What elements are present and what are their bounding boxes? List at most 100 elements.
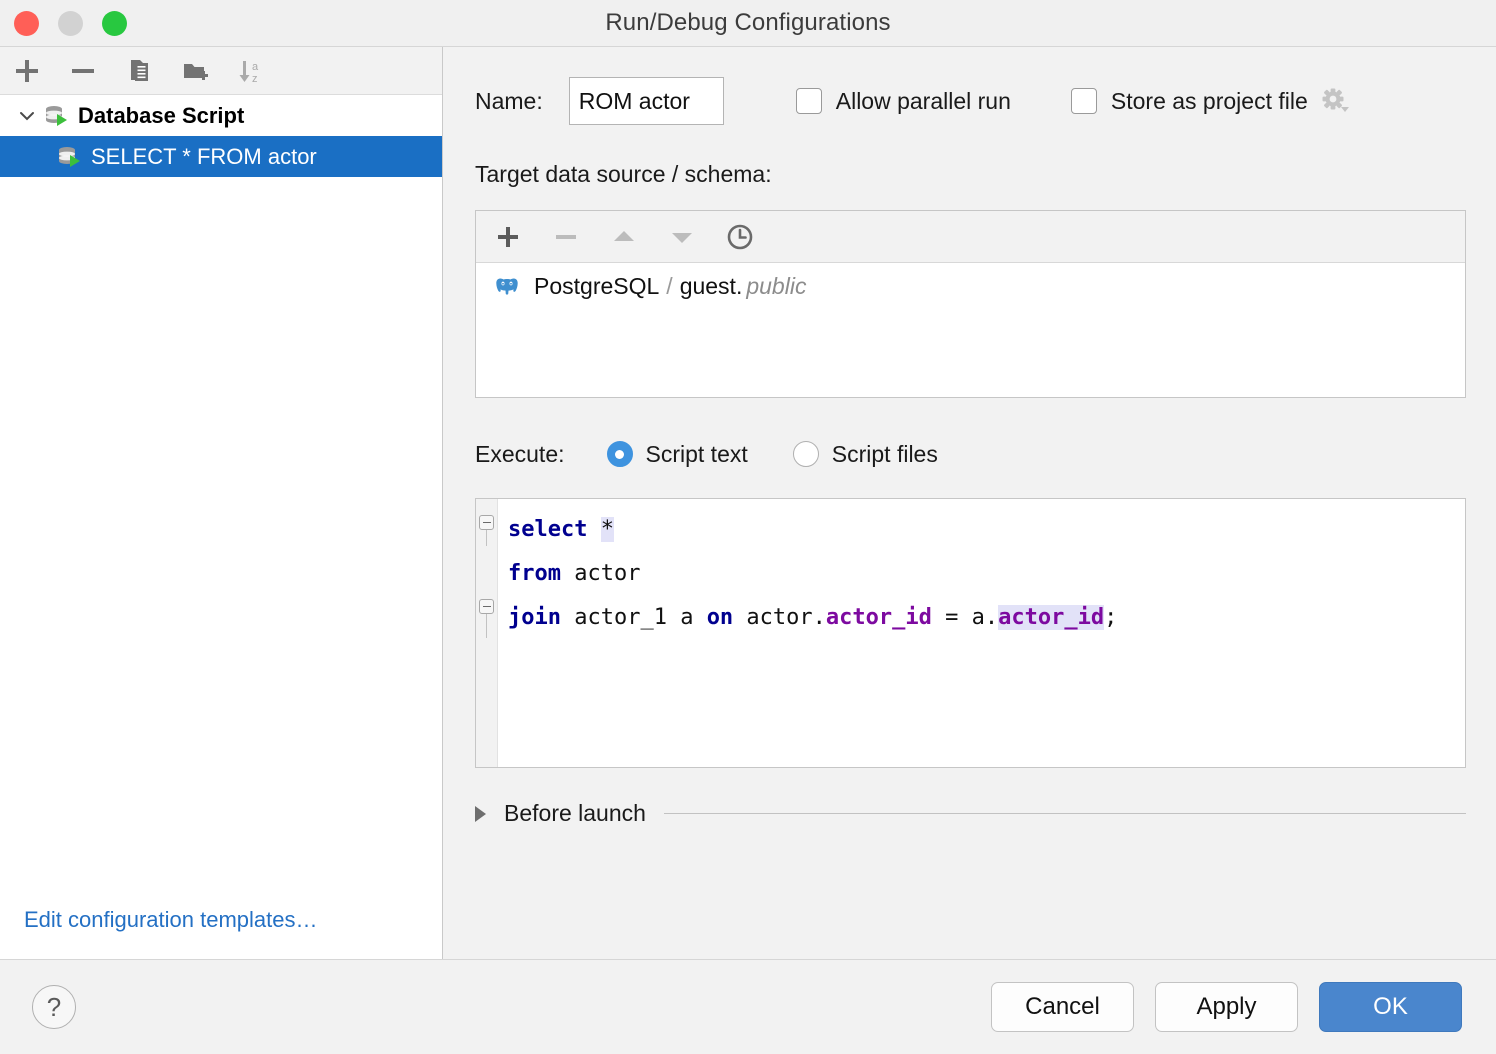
ok-button[interactable]: OK — [1319, 982, 1462, 1032]
add-configuration-button[interactable] — [10, 54, 44, 88]
remove-configuration-button[interactable] — [66, 54, 100, 88]
script-text-label: Script text — [646, 441, 748, 468]
tree-item-label: SELECT * FROM actor — [91, 144, 317, 170]
datasource-name: PostgreSQL — [534, 273, 659, 300]
datasource-database: guest. — [680, 273, 743, 300]
window-controls — [14, 11, 127, 36]
fold-region-line — [486, 614, 487, 638]
radio-script-text[interactable]: Script text — [607, 441, 748, 468]
move-down-button[interactable] — [666, 221, 698, 253]
close-button[interactable] — [14, 11, 39, 36]
sort-configurations-button[interactable]: a z — [234, 54, 268, 88]
code-line: from actor — [508, 552, 1465, 596]
script-files-radio[interactable] — [793, 441, 819, 467]
code-token: * — [601, 517, 614, 542]
footer-buttons: Cancel Apply OK — [991, 982, 1462, 1032]
maximize-button[interactable] — [102, 11, 127, 36]
minimize-button[interactable] — [58, 11, 83, 36]
code-token — [587, 517, 600, 542]
code-token: select — [508, 517, 587, 542]
folder-add-icon — [181, 57, 209, 85]
code-token: from — [508, 561, 561, 586]
datasource-separator: / — [666, 273, 672, 300]
add-datasource-button[interactable] — [492, 221, 524, 253]
code-token: join — [508, 605, 561, 630]
configurations-tree: Database Script SELECT * FROM act — [0, 95, 442, 907]
store-as-project-file-checkbox[interactable] — [1071, 88, 1097, 114]
plus-icon — [495, 224, 521, 250]
script-files-label: Script files — [832, 441, 938, 468]
code-token: actor. — [733, 605, 826, 630]
clock-icon — [725, 222, 755, 252]
minus-icon — [69, 57, 97, 85]
code-token: actor — [561, 561, 640, 586]
sort-alpha-icon: a z — [237, 57, 265, 85]
minus-icon — [553, 224, 579, 250]
dialog-body: a z — [0, 47, 1496, 960]
postgresql-elephant-icon — [494, 274, 520, 300]
store-as-project-file-checkbox-group[interactable]: Store as project file — [1071, 86, 1350, 116]
allow-parallel-run-checkbox-group[interactable]: Allow parallel run — [796, 88, 1011, 115]
code-token: actor_id — [998, 605, 1104, 630]
sql-code-content[interactable]: select *from actorjoin actor_1 a on acto… — [498, 499, 1465, 767]
configuration-editor-panel: Name: Allow parallel run Store as projec… — [443, 47, 1496, 959]
tree-item-select-from-actor[interactable]: SELECT * FROM actor — [0, 136, 442, 177]
sql-editor[interactable]: select *from actorjoin actor_1 a on acto… — [475, 498, 1466, 768]
svg-text:z: z — [252, 73, 258, 85]
chevron-right-icon[interactable] — [475, 806, 486, 822]
name-input[interactable] — [569, 77, 724, 125]
code-token: on — [707, 605, 734, 630]
datasource-list-item[interactable]: PostgreSQL / guest. public — [494, 273, 1465, 300]
before-launch-label: Before launch — [504, 800, 646, 827]
code-line: select * — [508, 508, 1465, 552]
copy-configuration-button[interactable] — [122, 54, 156, 88]
tree-group-database-script[interactable]: Database Script — [0, 95, 442, 136]
code-line: join actor_1 a on actor.actor_id = a.act… — [508, 596, 1465, 640]
title-bar: Run/Debug Configurations — [0, 0, 1496, 47]
database-script-icon — [55, 143, 83, 171]
code-token: actor_1 a — [561, 605, 707, 630]
configurations-panel: a z — [0, 47, 443, 959]
help-button[interactable]: ? — [32, 985, 76, 1029]
triangle-down-icon — [669, 224, 695, 250]
fold-marker-collapse-icon[interactable] — [479, 599, 494, 614]
dialog-footer: ? Cancel Apply OK — [0, 960, 1496, 1054]
datasource-toolbar — [476, 211, 1465, 263]
remove-datasource-button[interactable] — [550, 221, 582, 253]
move-up-button[interactable] — [608, 221, 640, 253]
before-launch-section[interactable]: Before launch — [475, 800, 1466, 827]
target-data-source-label: Target data source / schema: — [475, 161, 1466, 188]
copy-icon — [125, 57, 153, 85]
datasource-list: PostgreSQL / guest. public — [476, 263, 1465, 397]
allow-parallel-run-label: Allow parallel run — [836, 88, 1011, 115]
help-question-icon: ? — [47, 992, 61, 1023]
name-row: Name: Allow parallel run Store as projec… — [475, 77, 1466, 125]
editor-gutter[interactable] — [476, 499, 498, 767]
execute-label: Execute: — [475, 441, 565, 468]
configurations-panel-footer: Edit configuration templates… — [0, 907, 442, 959]
edit-configuration-templates-link[interactable]: Edit configuration templates… — [24, 907, 318, 932]
allow-parallel-run-checkbox[interactable] — [796, 88, 822, 114]
datasource-schema: public — [746, 273, 806, 300]
radio-script-files[interactable]: Script files — [793, 441, 938, 468]
fold-marker-collapse-icon[interactable] — [479, 515, 494, 530]
database-script-icon — [42, 102, 70, 130]
history-button[interactable] — [724, 221, 756, 253]
gear-dropdown-icon[interactable] — [1320, 86, 1350, 116]
configurations-toolbar: a z — [0, 47, 442, 95]
apply-button[interactable]: Apply — [1155, 982, 1298, 1032]
name-label: Name: — [475, 88, 543, 115]
new-folder-button[interactable] — [178, 54, 212, 88]
svg-text:a: a — [252, 61, 259, 73]
code-token: = a. — [932, 605, 998, 630]
store-as-project-file-label: Store as project file — [1111, 88, 1308, 115]
tree-group-label: Database Script — [78, 103, 244, 129]
section-divider — [664, 813, 1466, 814]
chevron-down-icon[interactable] — [12, 106, 42, 126]
plus-icon — [13, 57, 41, 85]
cancel-button[interactable]: Cancel — [991, 982, 1134, 1032]
triangle-up-icon — [611, 224, 637, 250]
fold-region-line — [486, 530, 487, 546]
script-text-radio[interactable] — [607, 441, 633, 467]
